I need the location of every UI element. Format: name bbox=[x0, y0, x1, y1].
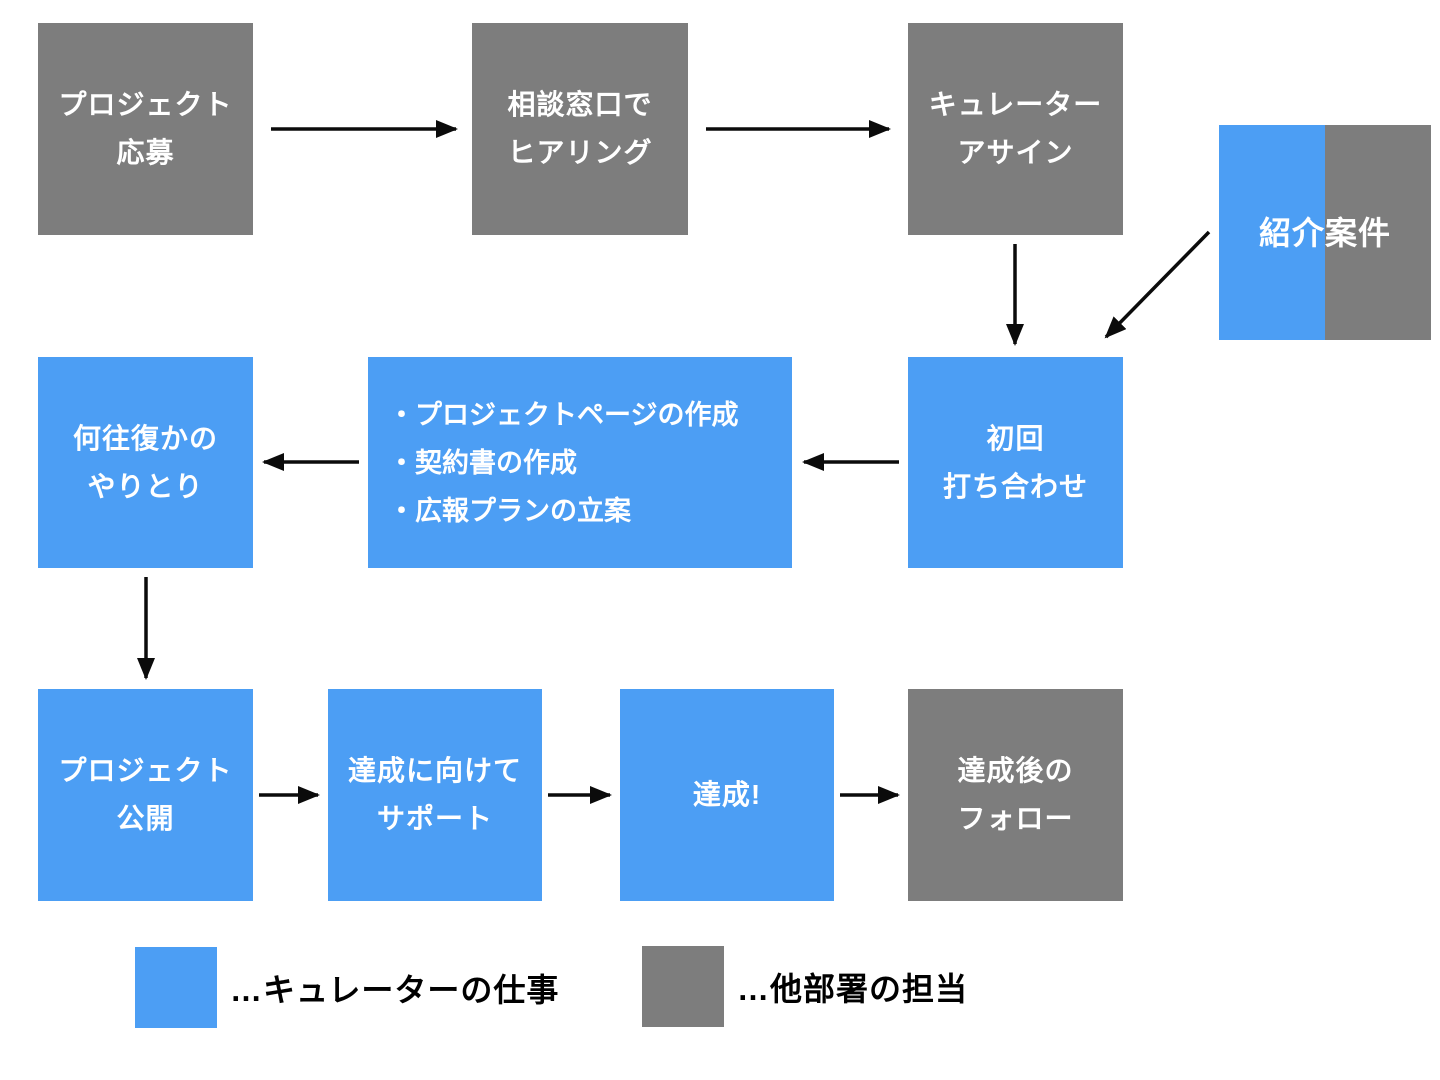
node-project-launch: プロジェクト 公開 bbox=[38, 689, 253, 901]
node-achieved: 達成! bbox=[620, 689, 834, 901]
node-referral-case: 紹介案件 bbox=[1219, 125, 1431, 340]
node-label-line: 何往復かの bbox=[72, 422, 218, 454]
node-bullet-line: ・プロジェクトページの作成 bbox=[388, 399, 739, 430]
node-label-line: 公開 bbox=[116, 803, 175, 834]
node-label-line: アサイン bbox=[957, 137, 1074, 168]
node-several-exchanges: 何往復かの やりとり bbox=[38, 357, 253, 568]
node-post-follow-up: 達成後の フォロー bbox=[908, 689, 1123, 901]
node-label-line: 紹介案件 bbox=[1258, 214, 1391, 251]
node-curator-assign: キュレーター アサイン bbox=[908, 23, 1123, 235]
referral-blue-half bbox=[1219, 125, 1325, 340]
legend-item-curator: …キュレーターの仕事 bbox=[135, 947, 559, 1028]
node-label-line: サポート bbox=[376, 803, 493, 834]
node-consult-hearing: 相談窓口で ヒアリング bbox=[472, 23, 688, 235]
node-label-line: 相談窓口で bbox=[507, 89, 653, 120]
referral-gray-half bbox=[1325, 125, 1431, 340]
node-project-apply: プロジェクト 応募 bbox=[38, 23, 253, 235]
node-label-line: 応募 bbox=[116, 137, 175, 168]
node-label-line: 初回 bbox=[986, 422, 1045, 454]
arrow-referral-to-meeting bbox=[1104, 230, 1211, 339]
node-first-meeting: 初回 打ち合わせ bbox=[908, 357, 1123, 568]
node-label-line: 達成後の bbox=[957, 755, 1074, 786]
legend-swatch-other-dept bbox=[642, 946, 724, 1027]
node-preparation-tasks: ・プロジェクトページの作成 ・契約書の作成 ・広報プランの立案 bbox=[368, 357, 792, 568]
node-label-line: プロジェクト bbox=[58, 755, 233, 786]
legend-swatch-curator bbox=[135, 947, 217, 1028]
node-label-line: 打ち合わせ bbox=[942, 470, 1088, 502]
legend-label-curator: …キュレーターの仕事 bbox=[230, 971, 560, 1008]
legend-item-other-dept: …他部署の担当 bbox=[642, 946, 968, 1027]
node-support-to-goal: 達成に向けて サポート bbox=[328, 689, 542, 901]
node-label-line: プロジェクト bbox=[58, 89, 233, 120]
legend-label-other-dept: …他部署の担当 bbox=[737, 970, 969, 1007]
node-bullet-line: ・広報プランの立案 bbox=[388, 495, 631, 526]
node-label-line: 達成に向けて bbox=[347, 755, 522, 786]
node-label-line: ヒアリング bbox=[507, 137, 653, 168]
node-label-line: キュレーター bbox=[928, 89, 1103, 120]
node-label-line: やりとり bbox=[87, 470, 204, 502]
node-bullet-line: ・契約書の作成 bbox=[388, 447, 577, 478]
node-label-line: 達成! bbox=[692, 779, 762, 810]
node-label-line: フォロー bbox=[957, 803, 1074, 834]
